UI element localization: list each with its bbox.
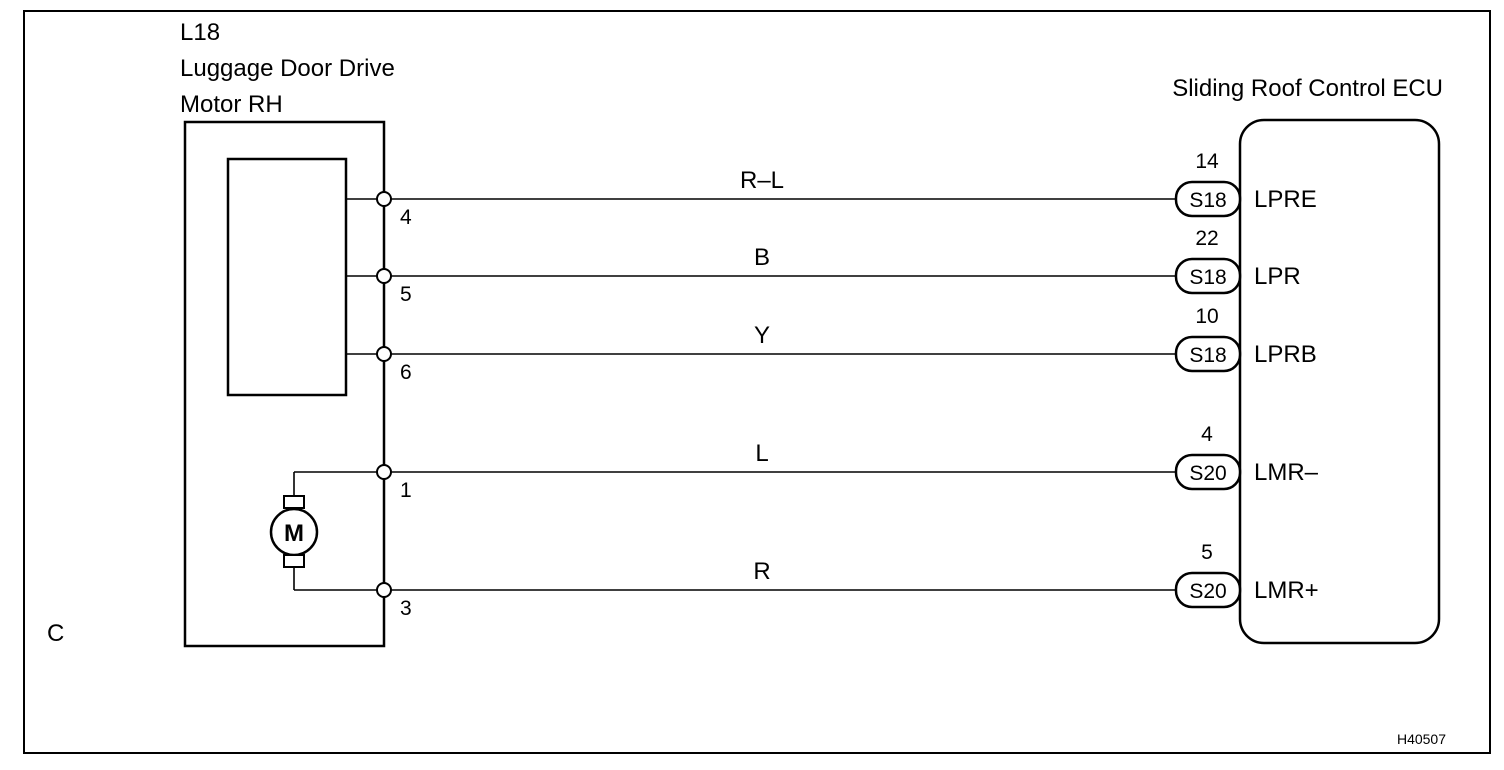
- ecu-pin-label: 4: [1201, 423, 1213, 446]
- connector-oval: [1174, 180, 1242, 218]
- signal-label: LPRB: [1254, 341, 1317, 368]
- connector-oval: [1174, 453, 1242, 491]
- wire-color-label: B: [754, 244, 770, 271]
- signal-label: LPRE: [1254, 186, 1317, 213]
- connector-label: S20: [1189, 462, 1226, 485]
- position-sensor-block: [226, 157, 348, 397]
- ecu-pin-label: 14: [1195, 150, 1219, 173]
- wire-color-label: R–L: [740, 167, 784, 194]
- terminal-junction: [376, 191, 392, 207]
- connector-label: S20: [1189, 580, 1226, 603]
- figure-code: H40507: [1397, 731, 1446, 747]
- ecu-pin-label: 10: [1195, 305, 1218, 328]
- signal-label: LMR+: [1254, 577, 1319, 604]
- wire-color-label: R: [753, 558, 770, 585]
- signal-label: LMR–: [1254, 459, 1319, 486]
- component-name-line1: Luggage Door Drive: [180, 55, 395, 82]
- motor-icon: M: [269, 471, 384, 591]
- wire-color-label: Y: [754, 322, 770, 349]
- ecu-pin-label: 22: [1195, 227, 1218, 250]
- ecu-box: [1238, 118, 1441, 645]
- ecu-pin-label: 5: [1201, 541, 1213, 564]
- motor-pin-label: 6: [400, 361, 412, 384]
- motor-pin-label: 1: [400, 479, 412, 502]
- terminal-junction: [376, 346, 392, 362]
- terminal-junction: [376, 464, 392, 480]
- motor-component-box: [183, 120, 386, 648]
- connector-oval: [1174, 335, 1242, 373]
- terminal-junction: [376, 268, 392, 284]
- connector-label: S18: [1189, 344, 1226, 367]
- wire-color-label: L: [755, 440, 768, 467]
- svg-text:M: M: [284, 520, 304, 547]
- ecu-name: Sliding Roof Control ECU: [1172, 75, 1443, 102]
- connector-label: S18: [1189, 266, 1226, 289]
- component-name-line2: Motor RH: [180, 91, 283, 118]
- motor-pin-label: 3: [400, 597, 412, 620]
- diagram-frame: [23, 10, 1491, 754]
- signal-label: LPR: [1254, 263, 1301, 290]
- motor-pin-label: 4: [400, 206, 412, 229]
- connector-oval: [1174, 257, 1242, 295]
- corner-letter: C: [47, 620, 64, 647]
- connector-label: S18: [1189, 189, 1226, 212]
- component-id: L18: [180, 19, 220, 46]
- motor-pin-label: 5: [400, 283, 412, 306]
- connector-oval: [1174, 571, 1242, 609]
- terminal-junction: [376, 582, 392, 598]
